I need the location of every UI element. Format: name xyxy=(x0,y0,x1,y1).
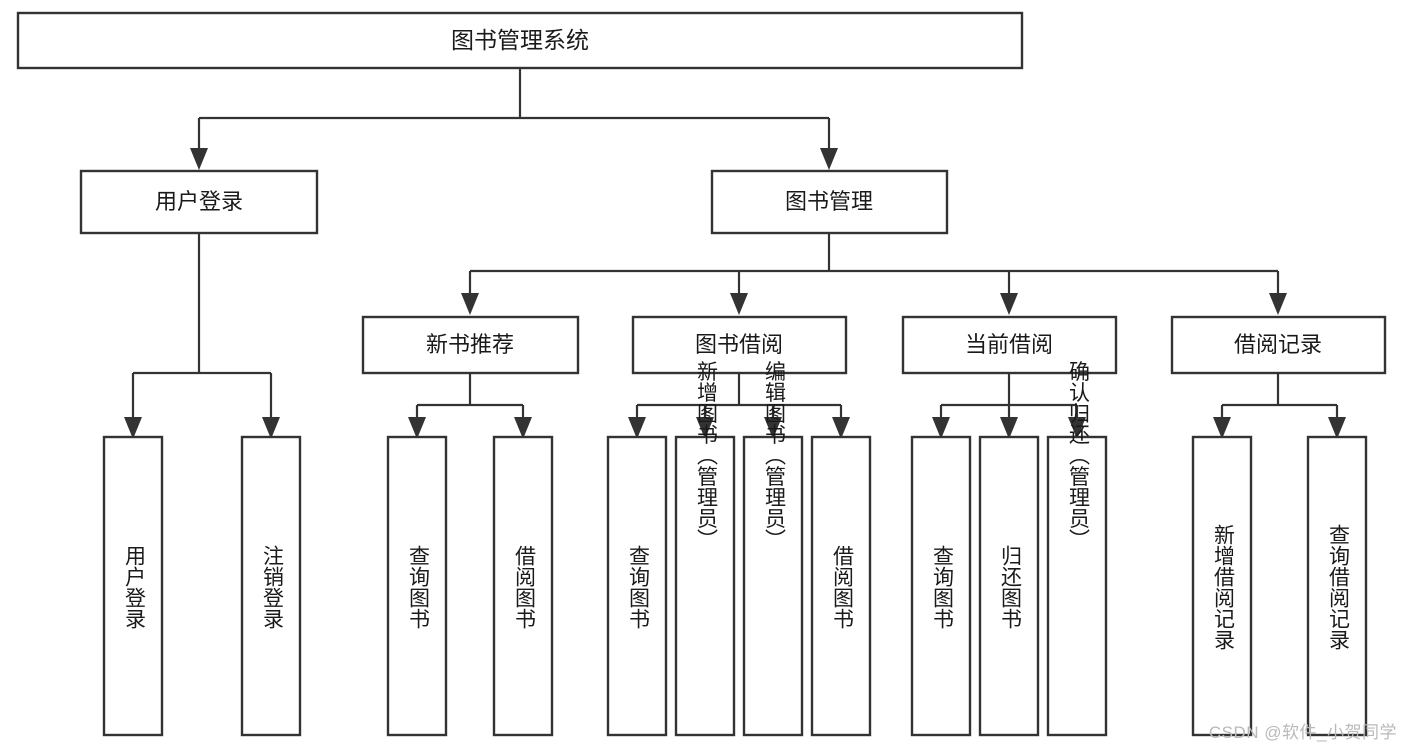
node-new-book-rec-box[interactable] xyxy=(361,315,580,375)
node-borrow-record[interactable]: 借阅记录 xyxy=(1170,315,1387,375)
arrow-root-to-book-manage xyxy=(820,148,838,170)
node-leaf-query-book-3-box[interactable] xyxy=(910,435,972,737)
node-leaf-return-book-label: 归还图书 xyxy=(998,545,1022,629)
node-leaf-edit-book-admin-label: 编辑图书（管理员） xyxy=(762,361,786,550)
node-borrow-record-label: 借阅记录 xyxy=(1234,332,1322,357)
connector-group-book-manage xyxy=(461,233,1287,315)
node-leaf-borrow-book-1-box[interactable] xyxy=(492,435,554,737)
connector-group-new-book-rec xyxy=(408,373,532,439)
arrow-nbr-to-leaf2 xyxy=(514,417,532,439)
node-book-borrow-box[interactable] xyxy=(631,315,848,375)
connector-group-book-borrow xyxy=(628,373,850,439)
node-leaf-query-book-2-box[interactable] xyxy=(606,435,668,737)
node-leaf-return-book[interactable]: 归还图书 xyxy=(978,435,1040,737)
arrow-bb-to-leaf1 xyxy=(628,417,646,439)
node-book-borrow[interactable]: 图书借阅 xyxy=(631,315,848,375)
node-leaf-edit-book-admin-box[interactable] xyxy=(742,435,804,737)
connector-group-current-borrow xyxy=(932,373,1086,439)
node-leaf-query-book-1[interactable]: 查询图书 xyxy=(386,435,448,737)
arrow-bm-to-new-book xyxy=(461,293,479,315)
node-leaf-query-book-1-box[interactable] xyxy=(386,435,448,737)
node-root-label: 图书管理系统 xyxy=(451,27,589,53)
connector-group-borrow-record xyxy=(1213,373,1346,439)
node-user-login-label: 用户登录 xyxy=(155,189,243,214)
arrow-bm-to-book-borrow xyxy=(730,293,748,315)
arrow-cb-to-leaf2 xyxy=(1000,417,1018,439)
node-root[interactable]: 图书管理系统 xyxy=(16,11,1024,70)
node-user-login-box[interactable] xyxy=(79,169,319,235)
arrow-ul-to-leaf1 xyxy=(124,417,142,439)
node-book-manage[interactable]: 图书管理 xyxy=(710,169,949,235)
node-leaf-confirm-return-admin-label: 确认归还（管理员） xyxy=(1066,361,1090,550)
node-leaf-query-borrow-record-box[interactable] xyxy=(1306,435,1368,737)
node-leaf-query-book-2[interactable]: 查询图书 xyxy=(606,435,668,737)
node-new-book-rec[interactable]: 新书推荐 xyxy=(361,315,580,375)
node-leaf-query-book-3[interactable]: 查询图书 xyxy=(910,435,972,737)
node-user-login[interactable]: 用户登录 xyxy=(79,169,319,235)
node-leaf-add-book-admin[interactable]: 新增图书（管理员） xyxy=(674,361,736,737)
arrow-bm-to-borrow-record xyxy=(1269,293,1287,315)
node-leaf-borrow-book-1[interactable]: 借阅图书 xyxy=(492,435,554,737)
node-leaf-borrow-book-2-box[interactable] xyxy=(810,435,872,737)
node-leaf-logout-label: 注销登录 xyxy=(260,545,284,629)
node-leaf-add-borrow-record-box[interactable] xyxy=(1191,435,1253,737)
node-borrow-record-box[interactable] xyxy=(1170,315,1387,375)
node-leaf-query-borrow-record[interactable]: 查询借阅记录 xyxy=(1306,435,1368,737)
node-leaf-add-borrow-record-label: 新增借阅记录 xyxy=(1211,524,1235,650)
node-leaf-borrow-book-2-label: 借阅图书 xyxy=(830,545,854,629)
node-leaf-user-login-label: 用户登录 xyxy=(122,545,146,629)
node-book-borrow-label: 图书借阅 xyxy=(695,332,783,357)
node-current-borrow-label: 当前借阅 xyxy=(965,332,1053,357)
node-leaf-query-book-3-label: 查询图书 xyxy=(930,545,954,629)
node-leaf-confirm-return-admin-box[interactable] xyxy=(1046,435,1108,737)
arrow-nbr-to-leaf1 xyxy=(408,417,426,439)
node-leaf-borrow-book-2[interactable]: 借阅图书 xyxy=(810,435,872,737)
node-root-box[interactable] xyxy=(16,11,1024,70)
connector-group-root xyxy=(190,68,838,170)
node-leaf-user-login[interactable]: 用户登录 xyxy=(102,435,164,737)
node-leaf-query-borrow-record-label: 查询借阅记录 xyxy=(1326,524,1350,650)
node-book-manage-box[interactable] xyxy=(710,169,949,235)
arrow-root-to-user-login xyxy=(190,148,208,170)
arrow-br-to-leaf2 xyxy=(1328,417,1346,439)
arrow-bb-to-leaf4 xyxy=(832,417,850,439)
node-new-book-rec-label: 新书推荐 xyxy=(426,332,514,357)
node-leaf-logout-box[interactable] xyxy=(240,435,302,737)
node-leaf-return-book-box[interactable] xyxy=(978,435,1040,737)
arrow-bm-to-current-borrow xyxy=(1000,293,1018,315)
node-book-manage-label: 图书管理 xyxy=(785,189,873,214)
node-leaf-confirm-return-admin[interactable]: 确认归还（管理员） xyxy=(1046,361,1108,737)
connector-group-user-login xyxy=(124,233,280,439)
node-leaf-add-borrow-record[interactable]: 新增借阅记录 xyxy=(1191,435,1253,737)
node-leaf-borrow-book-1-label: 借阅图书 xyxy=(512,545,536,629)
arrow-cb-to-leaf1 xyxy=(932,417,950,439)
arrow-br-to-leaf1 xyxy=(1213,417,1231,439)
node-current-borrow[interactable]: 当前借阅 xyxy=(901,315,1118,375)
arrow-ul-to-leaf2 xyxy=(262,417,280,439)
node-leaf-edit-book-admin[interactable]: 编辑图书（管理员） xyxy=(742,361,804,737)
node-current-borrow-box[interactable] xyxy=(901,315,1118,375)
node-leaf-add-book-admin-box[interactable] xyxy=(674,435,736,737)
node-leaf-user-login-box[interactable] xyxy=(102,435,164,737)
node-leaf-logout[interactable]: 注销登录 xyxy=(240,435,302,737)
node-leaf-add-book-admin-label: 新增图书（管理员） xyxy=(694,361,718,550)
node-leaf-query-book-1-label: 查询图书 xyxy=(406,545,430,629)
node-leaf-query-book-2-label: 查询图书 xyxy=(626,545,650,629)
